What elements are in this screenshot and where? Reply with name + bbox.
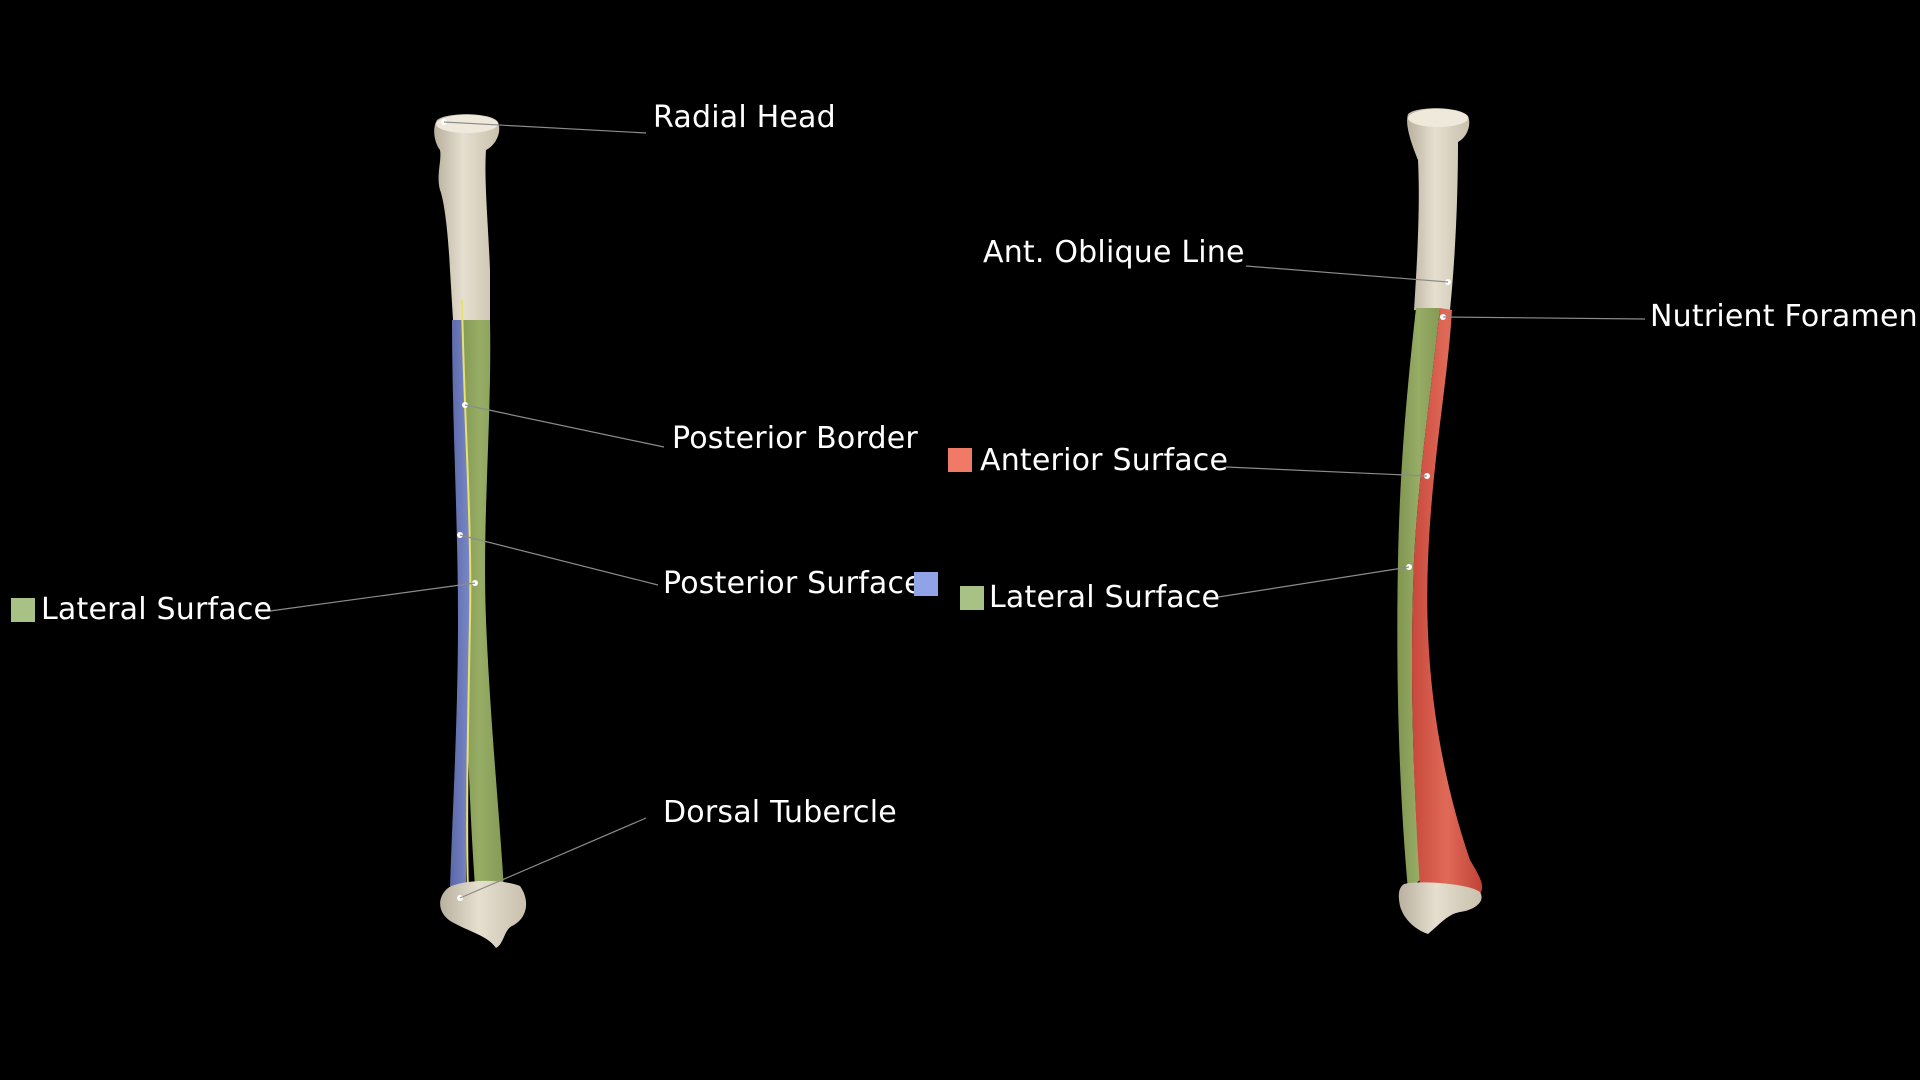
label-radial-head: Radial Head — [653, 100, 836, 135]
leader-posterior-border — [464, 404, 665, 448]
leader-anterior-surface — [1225, 466, 1428, 477]
anterior-surface-swatch — [948, 448, 972, 472]
label-posterior-surface: Posterior Surface — [663, 566, 923, 601]
leader-posterior-surface — [459, 534, 659, 586]
right-radial-head-top — [1408, 109, 1468, 127]
posterior-surface-swatch — [914, 572, 938, 596]
label-dorsal-tubercle: Dorsal Tubercle — [663, 795, 897, 830]
left-radial-head-top — [436, 115, 498, 133]
right-lateral-surface-region — [1397, 308, 1440, 890]
leader-lateral-surface-left — [269, 582, 476, 612]
right-distal-end-shape — [1398, 882, 1482, 934]
leader-oblique-line — [1245, 265, 1449, 283]
label-ant-oblique-line: Ant. Oblique Line — [983, 235, 1245, 270]
right-radial-head-shape — [1407, 108, 1470, 310]
label-posterior-border: Posterior Border — [672, 421, 918, 456]
right-radius-bone — [1397, 108, 1483, 934]
label-lateral-surface-left: Lateral Surface — [41, 592, 273, 627]
leader-dorsal-tubercle — [459, 817, 647, 899]
leader-radial-head — [443, 121, 647, 134]
leader-nutrient-foramen — [1442, 316, 1646, 320]
right-anterior-surface-region — [1412, 308, 1483, 896]
lateral-surface-swatch-left — [11, 598, 35, 622]
left-distal-end-shape — [440, 880, 527, 948]
left-posterior-surface-region — [450, 320, 470, 895]
left-radius-bone — [434, 114, 527, 948]
leader-lateral-surface-right — [1211, 566, 1410, 599]
left-radial-head-shape — [434, 114, 500, 320]
lateral-surface-swatch-right — [960, 586, 984, 610]
leader-lines — [269, 121, 1646, 899]
label-anterior-surface: Anterior Surface — [980, 443, 1229, 478]
label-nutrient-foramen: Nutrient Foramen — [1650, 299, 1918, 334]
label-lateral-surface-right: Lateral Surface — [989, 580, 1221, 615]
